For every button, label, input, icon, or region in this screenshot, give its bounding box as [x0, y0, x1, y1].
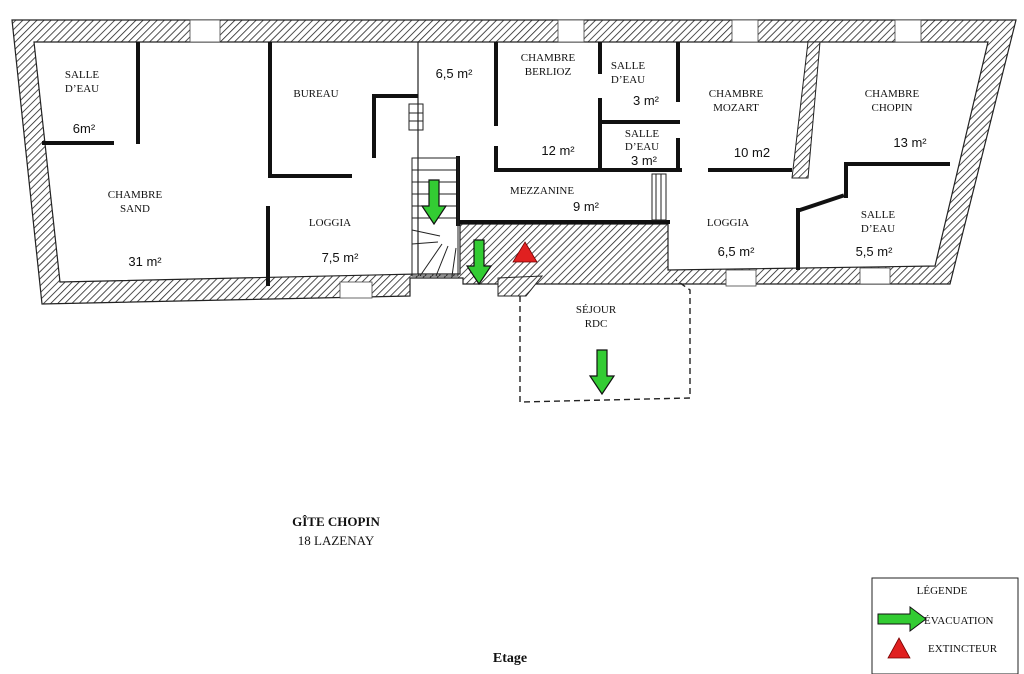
room-label: SALLE [625, 128, 660, 140]
room-label: CHOPIN [872, 102, 913, 114]
room-area: 3 m² [633, 93, 660, 108]
evacuation-arrow-icon [465, 239, 493, 286]
level-label: Etage [493, 651, 527, 666]
room-label: SALLE [861, 209, 896, 221]
room-label: BUREAU [293, 88, 338, 100]
legend: LÉGENDE ÉVACUATION EXTINCTEUR [871, 577, 1019, 674]
room-label: MOZART [713, 102, 759, 114]
room-label: BERLIOZ [525, 66, 572, 78]
room-label: LOGGIA [309, 217, 351, 229]
room-area: 13 m² [893, 135, 927, 150]
room-label: SÉJOUR [576, 304, 617, 316]
sejour-outline [519, 279, 691, 403]
room-area: 31 m² [128, 254, 162, 269]
room-label: CHAMBRE [865, 88, 920, 100]
room-label: D’EAU [625, 141, 659, 153]
legend-evacuation-label: ÉVACUATION [924, 615, 994, 627]
wall-pillar [791, 41, 821, 179]
legend-extinguisher-label: EXTINCTEUR [928, 643, 998, 655]
legend-title: LÉGENDE [917, 585, 968, 597]
property-address: 18 LAZENAY [298, 533, 375, 548]
room-label: RDC [585, 318, 608, 330]
legend-extinguisher-icon [887, 637, 911, 659]
room-label: CHAMBRE [108, 189, 163, 201]
room-area: 10 m2 [734, 145, 770, 160]
evacuation-arrows [420, 179, 616, 396]
extinguisher-icon [512, 241, 538, 263]
room-label: CHAMBRE [521, 52, 576, 64]
legend-evacuation-icon [877, 606, 927, 632]
room-area: 6,5 m² [436, 66, 474, 81]
room-area: 12 m² [541, 143, 575, 158]
partition-wall [497, 275, 544, 297]
evacuation-arrow-icon [420, 179, 448, 226]
room-label: D’EAU [611, 74, 645, 86]
windows [189, 19, 922, 299]
evacuation-arrow-icon [588, 349, 616, 396]
room-area: 9 m² [573, 199, 600, 214]
room-area: 7,5 m² [322, 250, 360, 265]
room-label: CHAMBRE [709, 88, 764, 100]
room-label: D’EAU [65, 83, 99, 95]
room-label: MEZZANINE [510, 185, 574, 197]
property-name: GÎTE CHOPIN [292, 514, 380, 529]
room-label: SALLE [65, 69, 100, 81]
room-label: D’EAU [861, 223, 895, 235]
room-label: LOGGIA [707, 217, 749, 229]
room-label: SALLE [611, 60, 646, 72]
room-labels: SALLE D’EAU 6m² CHAMBRE SAND 31 m² BUREA… [65, 52, 927, 330]
room-area: 6m² [73, 121, 96, 136]
room-area: 6,5 m² [718, 244, 756, 259]
room-area: 3 m² [631, 153, 658, 168]
room-area: 5,5 m² [856, 244, 894, 259]
room-label: SAND [120, 203, 150, 215]
